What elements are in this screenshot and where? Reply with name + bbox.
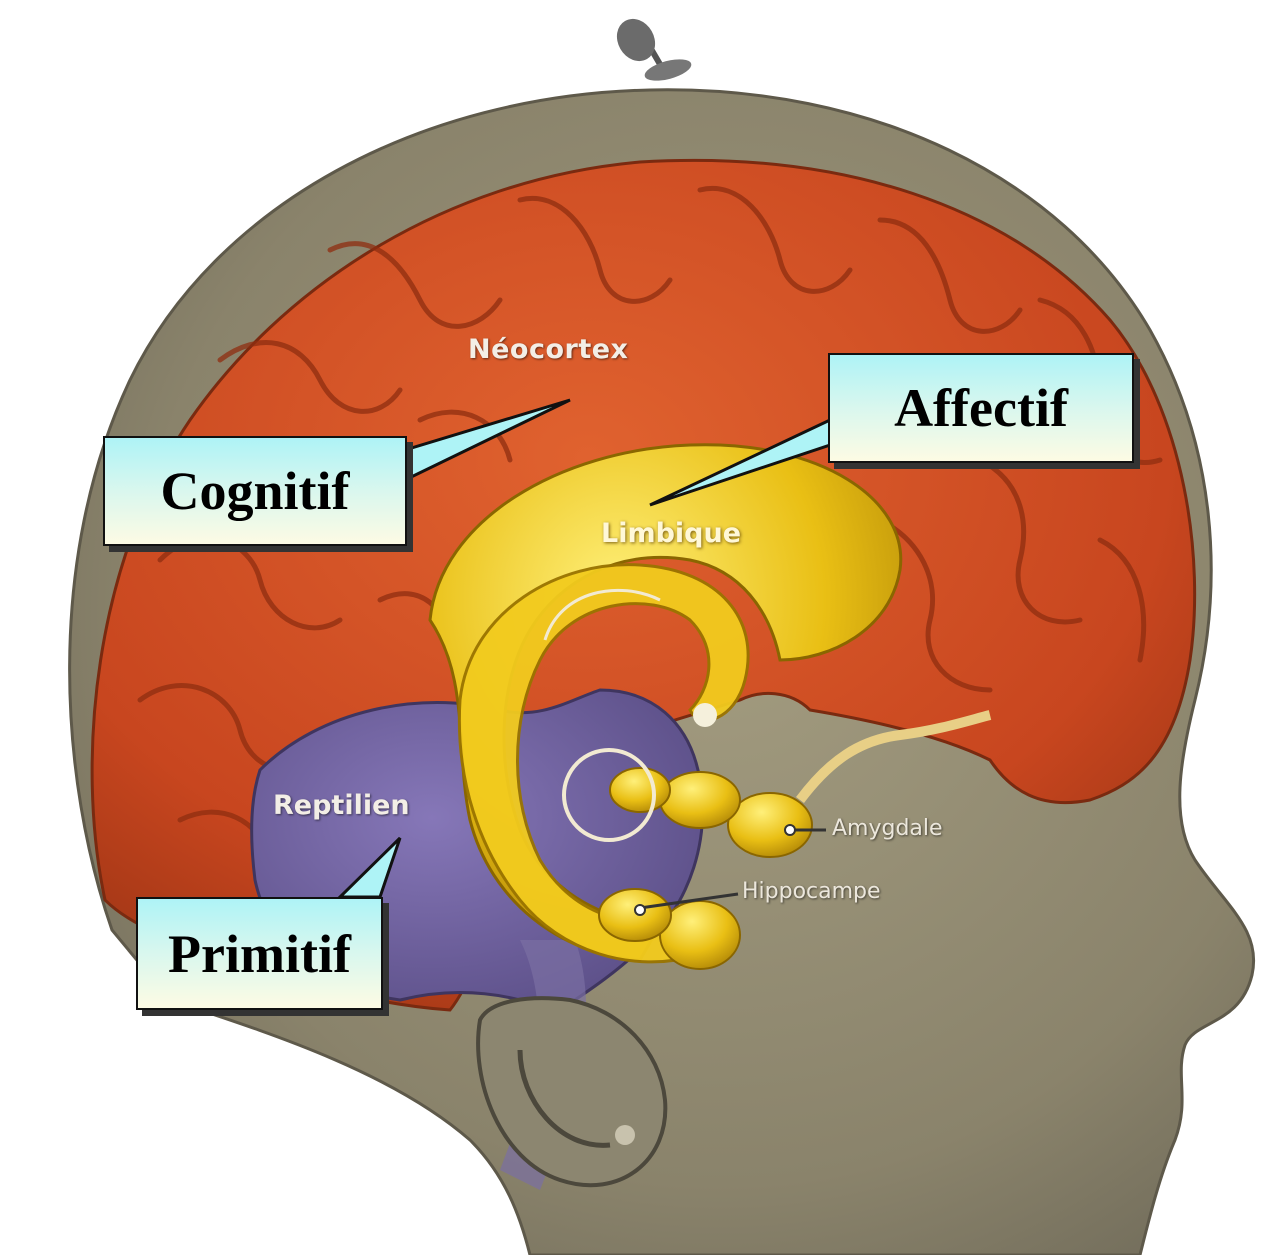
primitif-callout: Primitif: [136, 897, 383, 1010]
affectif-text: Affectif: [894, 377, 1068, 439]
hippocampe-label: Hippocampe: [742, 879, 881, 904]
limbique-label: Limbique: [601, 518, 741, 549]
cognitif-text: Cognitif: [161, 460, 350, 522]
affectif-callout: Affectif: [828, 353, 1134, 463]
reptilien-label: Reptilien: [273, 790, 410, 821]
neocortex-label: Néocortex: [468, 334, 628, 365]
primitif-text: Primitif: [168, 923, 351, 985]
amygdale-label: Amygdale: [832, 816, 943, 841]
push-pin-icon: [609, 12, 693, 85]
cognitif-callout: Cognitif: [103, 436, 407, 546]
